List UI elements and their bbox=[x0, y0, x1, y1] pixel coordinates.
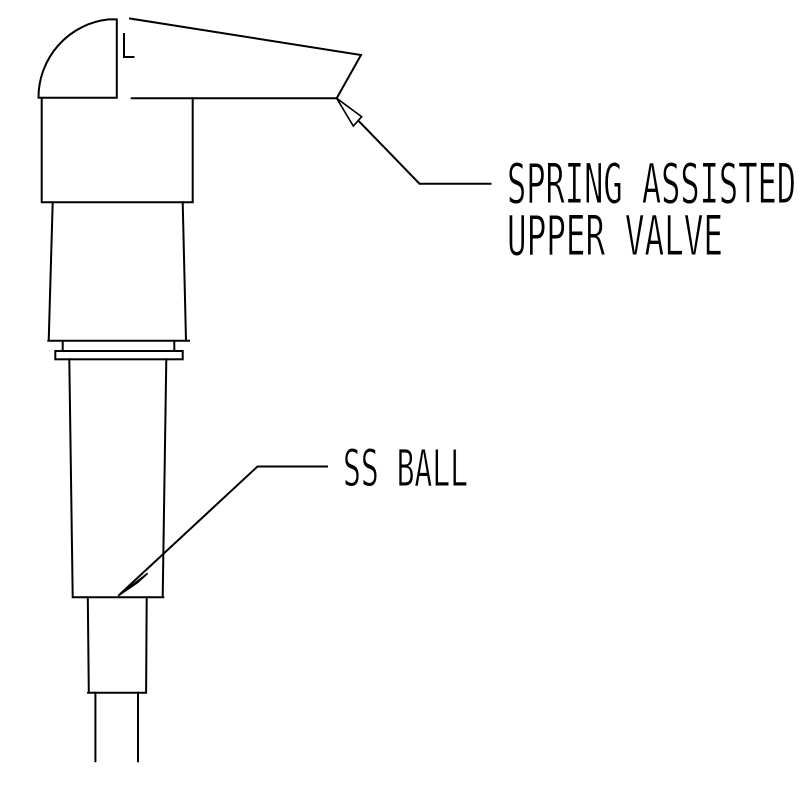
upper-valve-arrowhead-icon bbox=[336, 97, 363, 128]
ss-ball-leader-line bbox=[117, 465, 328, 597]
mounting-flange-outline bbox=[54, 350, 184, 361]
pump-head-body-outline bbox=[40, 97, 194, 204]
ss-ball-label: SS BALL bbox=[343, 440, 468, 499]
upper-valve-leader-line bbox=[335, 97, 492, 185]
dip-tube-lines bbox=[94, 691, 139, 763]
lower-body-outline bbox=[68, 358, 168, 599]
spout-outline bbox=[128, 17, 363, 100]
valve-housing-outline bbox=[86, 596, 148, 694]
plunger-notch-mark bbox=[123, 33, 135, 58]
ss-ball-arrowhead-icon bbox=[117, 572, 149, 597]
upper-valve-label-line2: UPPER VALVE bbox=[507, 204, 723, 268]
upper-valve-label-line1: SPRING ASSISTED bbox=[507, 152, 796, 216]
upper-body-outline bbox=[47, 201, 190, 342]
callout-spring-assisted-upper-valve: SPRING ASSISTED UPPER VALVE bbox=[335, 97, 796, 268]
pump-head-dome-outline bbox=[37, 18, 118, 99]
collar-neck-lines bbox=[61, 340, 176, 352]
callout-ss-ball: SS BALL bbox=[117, 440, 468, 597]
